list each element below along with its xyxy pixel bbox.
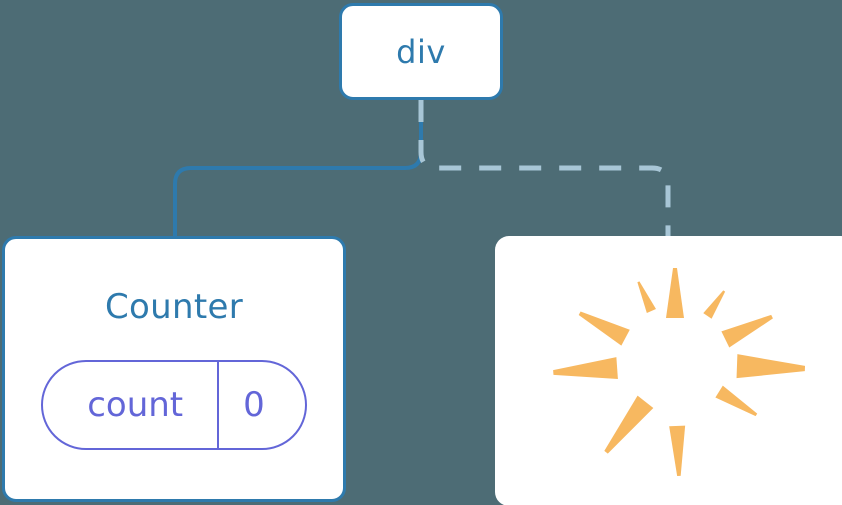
sparkle-ray-3 <box>736 354 806 379</box>
node-div[interactable]: div <box>339 3 503 100</box>
prop-key-label: count <box>87 385 184 425</box>
sparkle-ray-1 <box>703 290 726 319</box>
sparkle-ray-0 <box>666 268 684 318</box>
sparkle-ray-6 <box>604 395 654 454</box>
prop-value-label: 0 <box>217 362 305 448</box>
sparkle-ray-4 <box>715 385 758 417</box>
sparkle-burst-icon <box>495 236 842 505</box>
node-counter[interactable]: Counter count 0 <box>2 236 346 502</box>
sparkle-ray-7 <box>553 357 618 380</box>
edge-div-to-counter <box>173 98 423 241</box>
edge-div-to-sparkle <box>418 100 671 239</box>
sparkle-ray-2 <box>721 314 773 348</box>
sparkle-ray-5 <box>669 425 686 476</box>
node-sparkle[interactable] <box>495 236 842 505</box>
sparkle-rays <box>553 268 806 476</box>
sparkle-ray-8 <box>578 311 630 346</box>
node-counter-label: Counter <box>105 287 243 327</box>
sparkle-ray-9 <box>637 281 656 314</box>
node-div-label: div <box>396 32 446 71</box>
prop-badge-count[interactable]: count 0 <box>41 360 307 450</box>
